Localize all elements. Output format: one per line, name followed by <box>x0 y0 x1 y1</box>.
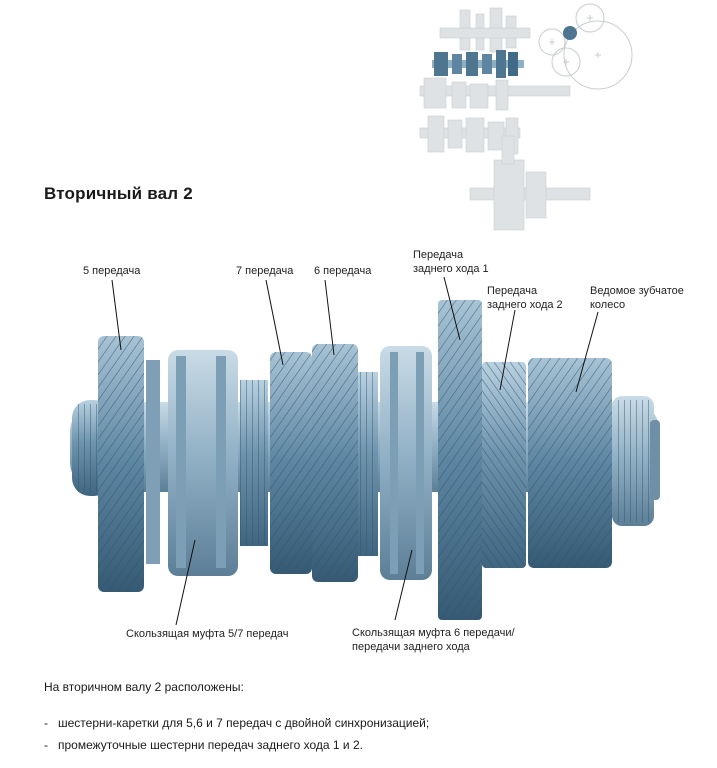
description-intro: На вторичном валу 2 расположены: <box>44 680 244 694</box>
label-sleeve-6-reverse-line2: передачи заднего хода <box>352 641 470 653</box>
label-driven-gear-line1: Ведомое зубчатое <box>590 285 684 297</box>
page-title: Вторичный вал 2 <box>44 184 193 203</box>
label-reverse-2: Передача заднего хода 2 <box>487 284 563 312</box>
label-reverse-1-line2: заднего хода 1 <box>413 263 489 275</box>
label-reverse-1-line1: Передача <box>413 249 464 261</box>
schematic-circles <box>538 3 633 90</box>
bullet-marker: - <box>44 738 48 752</box>
shaft-illustration <box>70 300 660 620</box>
label-sleeve-5-7: Скользящая муфта 5/7 передач <box>126 628 289 640</box>
label-reverse-1: Передача заднего хода 1 <box>413 248 489 276</box>
schematic-highlight-circle <box>563 26 577 40</box>
schematic-inactive-parts <box>419 7 591 231</box>
description-item-text: шестерни-каретки для 5,6 и 7 передач с д… <box>58 716 430 730</box>
label-reverse-2-line1: Передача <box>487 285 538 297</box>
description-item: -шестерни-каретки для 5,6 и 7 передач с … <box>44 716 429 730</box>
label-sleeve-6-reverse-line1: Скользящая муфта 6 передачи/ <box>352 627 515 639</box>
label-reverse-2-line2: заднего хода 2 <box>487 299 563 311</box>
leader-lines <box>111 276 599 626</box>
label-gear-5: 5 передача <box>83 265 141 277</box>
label-gear-7: 7 передача <box>236 265 294 277</box>
schematic-highlighted-shaft <box>432 50 524 78</box>
description-item: -промежуточные шестерни передач заднего … <box>44 738 363 752</box>
label-driven-gear-line2: колесо <box>590 299 626 311</box>
description-item-text: промежуточные шестерни передач заднего х… <box>58 738 363 752</box>
label-gear-6: 6 передача <box>314 265 372 277</box>
label-driven-gear: Ведомое зубчатое колесо <box>590 284 684 312</box>
label-sleeve-6-reverse: Скользящая муфта 6 передачи/ передачи за… <box>352 626 515 654</box>
bullet-marker: - <box>44 716 48 730</box>
